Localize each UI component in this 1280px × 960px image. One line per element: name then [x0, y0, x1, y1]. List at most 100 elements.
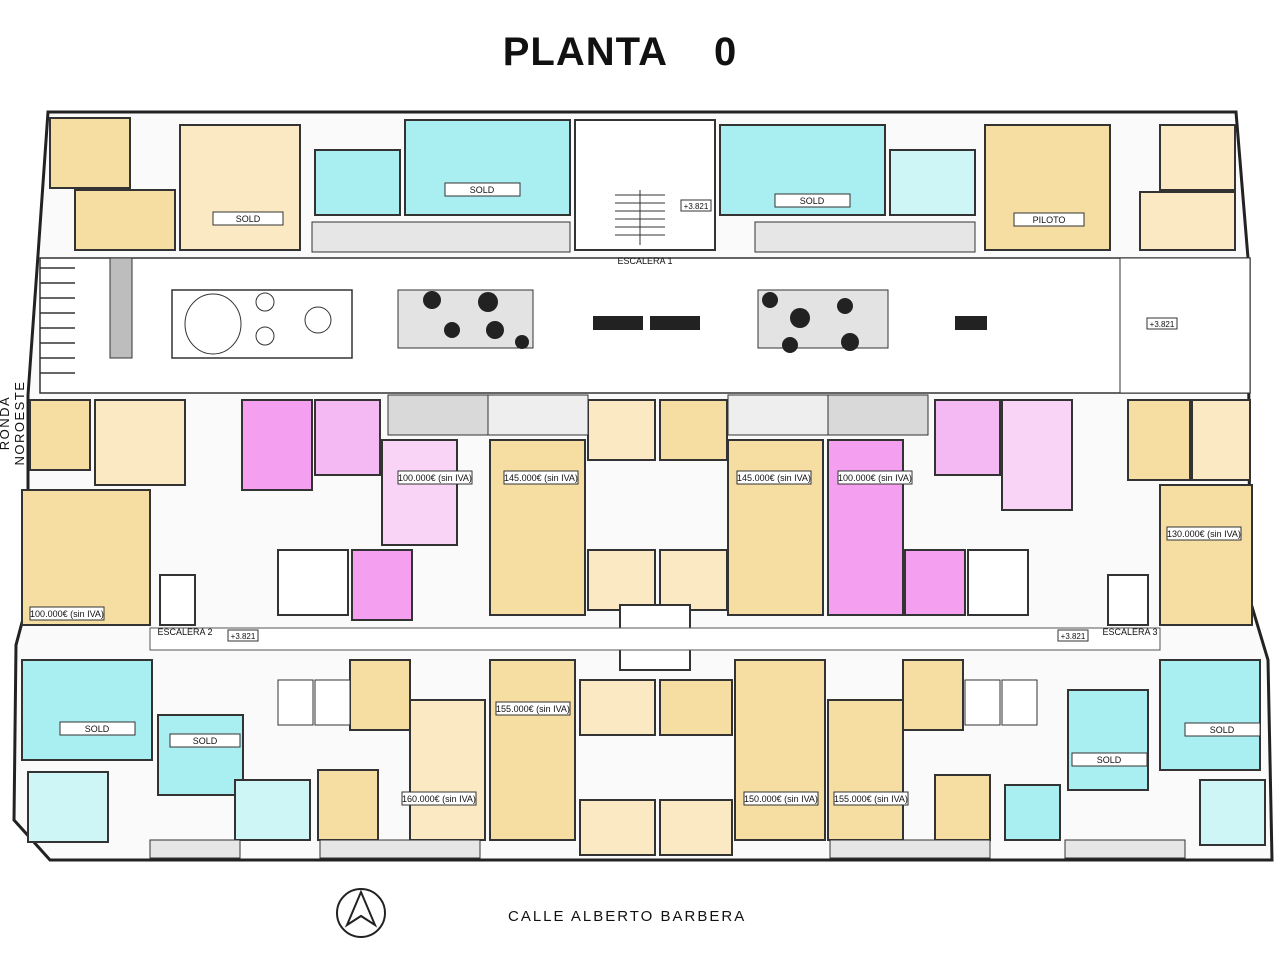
sold-box [212, 211, 284, 226]
patio [277, 679, 314, 726]
unit-se-living [1159, 659, 1261, 771]
sold-label: SOLD [1097, 755, 1122, 765]
terrace [727, 394, 829, 436]
ornament [304, 306, 332, 334]
unit-n1-room [49, 117, 131, 189]
price-label: 155.000€ (sin IVA) [496, 704, 570, 714]
terrace [829, 839, 991, 859]
unit-e-yellow [1191, 399, 1251, 481]
unit-s4-living [489, 659, 576, 841]
price-label: 155.000€ (sin IVA) [834, 794, 908, 804]
price-label: 150.000€ (sin IVA) [744, 794, 818, 804]
unit-s3-living [409, 699, 486, 841]
unit-e-yellow [1127, 399, 1191, 481]
unit-s7-room [1004, 784, 1061, 841]
bike-racks [40, 267, 75, 374]
level-mark: +3.821 [231, 632, 256, 641]
stair-steps [615, 190, 665, 245]
terrace [487, 394, 589, 436]
unit-n2-living [404, 119, 571, 216]
unit-pink-b [1001, 399, 1073, 511]
price-label: 160.000€ (sin IVA) [402, 794, 476, 804]
unit-s3-room [349, 659, 411, 731]
sold-label: SOLD [85, 724, 110, 734]
unit-s5-room [659, 679, 733, 736]
terrace [149, 839, 241, 859]
unit-yellow-b [659, 399, 728, 461]
price-box [495, 701, 571, 716]
sold-label: SOLD [236, 214, 261, 224]
unit-pink-b [827, 439, 904, 616]
sold-label: SOLD [1210, 725, 1235, 735]
unit-n4-room [1139, 191, 1236, 251]
planter [109, 257, 133, 359]
unit-s4-room [579, 679, 656, 736]
sold-box [444, 182, 521, 197]
level-box [1146, 317, 1178, 330]
fountain-ellipse [184, 293, 242, 355]
plan-title-word: PLANTA [502, 30, 668, 74]
price-label: 100.000€ (sin IVA) [838, 473, 912, 483]
stair-label-3: ESCALERA 3 [1102, 627, 1157, 637]
sold-box [774, 193, 851, 208]
unit-yellow-b [727, 439, 824, 616]
terrace [1064, 839, 1186, 859]
level-mark: +3.821 [1150, 320, 1175, 329]
level-mark: +3.821 [684, 202, 709, 211]
patio [1001, 679, 1038, 726]
unit-yellow-a [587, 399, 656, 461]
unit-s3-room [317, 769, 379, 841]
level-mark: +3.821 [1061, 632, 1086, 641]
patio [967, 549, 1029, 616]
compass-icon [336, 888, 386, 938]
stair-core-1 [574, 119, 716, 251]
unit-s6-room [934, 774, 991, 841]
unit-pink-b [934, 399, 1001, 476]
level-box [1057, 629, 1089, 642]
price-box [743, 791, 819, 806]
terrace [311, 221, 571, 253]
price-label: 145.000€ (sin IVA) [737, 473, 811, 483]
ramp [1119, 257, 1251, 394]
unit-s6-living [827, 699, 904, 841]
patio [277, 549, 349, 616]
price-box [837, 470, 913, 485]
unit-pink-a [241, 399, 313, 491]
terrace [387, 394, 489, 436]
plan-title: PLANTA 0 [0, 30, 1240, 75]
patio [314, 679, 351, 726]
sold-label: SOLD [800, 196, 825, 206]
unit-s4-room [579, 799, 656, 856]
unit-n1-living [179, 124, 301, 251]
unit-sw-room [27, 771, 109, 843]
sold-label: SOLD [470, 185, 495, 195]
plan-title-number: 0 [714, 30, 738, 74]
unit-s2-living [157, 714, 244, 796]
piloto-label: PILOTO [1033, 215, 1066, 225]
unit-s6-room [902, 659, 964, 731]
price-box [29, 606, 105, 621]
sold-box [169, 733, 241, 748]
unit-n4-living [984, 124, 1111, 251]
price-label: 100.000€ (sin IVA) [398, 473, 472, 483]
unit-s7-living [1067, 689, 1149, 791]
corridor [149, 627, 1161, 651]
price-label: 145.000€ (sin IVA) [504, 473, 578, 483]
price-box [1166, 526, 1242, 541]
unit-s2-room [234, 779, 311, 841]
unit-n3-room [889, 149, 976, 216]
fountain [171, 289, 353, 359]
unit-s5-room [659, 799, 733, 856]
unit-n2-room [314, 149, 401, 216]
unit-n4-room [1159, 124, 1236, 191]
sold-box [1071, 752, 1148, 767]
courtyard [39, 257, 1251, 394]
terrace [319, 839, 481, 859]
planter [757, 289, 889, 349]
bench [650, 316, 700, 330]
stair-label-2: ESCALERA 2 [157, 627, 212, 637]
unit-n1-room [74, 189, 176, 251]
ornament [255, 292, 275, 312]
unit-w-yellow [29, 399, 91, 471]
